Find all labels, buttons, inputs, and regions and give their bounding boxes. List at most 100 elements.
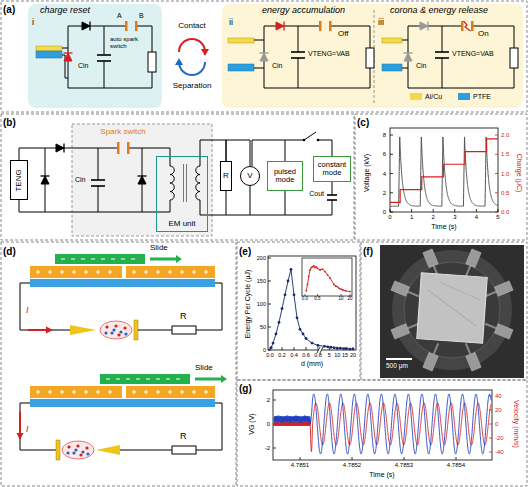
data-point xyxy=(302,333,305,336)
charge-mark xyxy=(86,390,87,394)
transformer-core xyxy=(186,164,187,202)
charge-mark xyxy=(158,390,159,394)
voltage-curve xyxy=(390,137,498,206)
data-point xyxy=(315,266,317,268)
ion-dot xyxy=(124,332,127,335)
diode-triangle xyxy=(64,53,72,61)
axis-tick: -20 xyxy=(495,435,504,442)
wire xyxy=(104,61,105,88)
scale-bar xyxy=(386,358,412,360)
node-text: pulsed mode xyxy=(268,168,302,185)
panel-letter: (d) xyxy=(3,246,16,257)
data-point xyxy=(324,271,326,273)
stage-title: corona & energy release xyxy=(390,6,488,16)
component-label: R xyxy=(180,312,187,322)
axis-tick: 0.4 xyxy=(290,352,298,358)
panel-letter: (b) xyxy=(3,117,16,128)
current-label: I xyxy=(26,425,29,435)
stage-title: energy accumulation xyxy=(262,6,345,16)
component-label: Cout xyxy=(309,190,324,198)
axis-tick: 0 xyxy=(388,214,391,221)
axis-tick: 5 xyxy=(328,352,331,358)
process-label: Contact xyxy=(178,22,206,31)
ion-dot xyxy=(114,324,117,327)
voltage-label: VTENG=VAB xyxy=(452,50,494,58)
data-point xyxy=(333,284,335,286)
charge-mark xyxy=(101,259,105,260)
tick-mark xyxy=(341,294,342,296)
charge-mark xyxy=(98,390,99,394)
diode-symbol xyxy=(56,144,64,153)
charge-mark xyxy=(182,390,183,394)
data-point xyxy=(342,347,345,350)
data-point xyxy=(349,291,351,293)
axis-tick: 1 xyxy=(410,214,413,221)
diode-triangle xyxy=(56,144,64,152)
data-point xyxy=(327,274,329,276)
tick-mark xyxy=(268,258,271,259)
data-point xyxy=(329,277,331,279)
diode-triangle xyxy=(138,176,146,184)
ion-dot xyxy=(72,451,75,454)
data-point xyxy=(299,328,302,331)
node-text: R xyxy=(223,172,229,181)
axis-tick: 4.7853 xyxy=(395,462,413,469)
axis-tick: 8 xyxy=(383,132,386,139)
switch-electrode xyxy=(461,21,464,31)
axis-tick: 4 xyxy=(475,214,478,221)
charge-mark xyxy=(146,379,150,380)
switch-label: auto spark switch xyxy=(110,36,146,49)
wire xyxy=(226,191,227,215)
ion-dot xyxy=(79,453,82,456)
tick-mark xyxy=(268,327,271,328)
ion-dot xyxy=(67,445,70,448)
axis-tick: 6 xyxy=(383,151,386,158)
data-point xyxy=(339,347,342,350)
ion-dot xyxy=(119,330,122,333)
charge-mark xyxy=(74,390,75,394)
axis-tick: 4.7852 xyxy=(343,462,361,469)
switch-state: Off xyxy=(338,30,349,39)
wire xyxy=(19,200,170,212)
panel-letter: (g) xyxy=(239,383,252,394)
axis-tick: 20 xyxy=(350,352,356,358)
voltmeter-circle: V xyxy=(240,166,260,186)
data-point xyxy=(275,333,278,336)
charge-mark xyxy=(170,390,171,394)
wire xyxy=(285,191,286,215)
tribo-layer xyxy=(30,266,215,278)
capacitor-plate xyxy=(91,179,105,181)
axis-tick: 0.0 xyxy=(501,209,509,216)
panel-b xyxy=(19,124,337,236)
axis-tick: 0.6 xyxy=(302,352,310,358)
dielectric-strip xyxy=(36,51,62,58)
data-point xyxy=(307,284,309,286)
data-point xyxy=(296,316,299,319)
tick-mark xyxy=(489,438,492,439)
component-label: Cin xyxy=(272,62,283,70)
wire xyxy=(264,26,320,27)
membrane-well xyxy=(404,262,500,358)
arrow-head xyxy=(17,433,24,440)
wire xyxy=(200,156,201,166)
tick-mark xyxy=(273,400,276,401)
motion-label: Slide xyxy=(195,364,213,373)
charge-mark xyxy=(38,390,39,394)
data-point xyxy=(338,288,340,290)
charge-mark xyxy=(131,259,135,260)
charge-mark xyxy=(206,390,207,394)
ion-dot xyxy=(105,325,108,328)
axis-tick: 3 xyxy=(453,214,456,221)
plate-electrode xyxy=(56,440,60,460)
data-point xyxy=(270,346,273,349)
plasma-region xyxy=(100,321,132,339)
axis-tick: 5 xyxy=(496,214,499,221)
tick-mark xyxy=(433,209,434,212)
plot-frame xyxy=(390,128,498,212)
charge-mark xyxy=(134,270,135,274)
charge-mark xyxy=(116,379,120,380)
axis-title: Energy Per Cycle (μJ) xyxy=(244,270,252,339)
axis-tick: 2 xyxy=(267,397,270,404)
wire xyxy=(254,68,264,69)
